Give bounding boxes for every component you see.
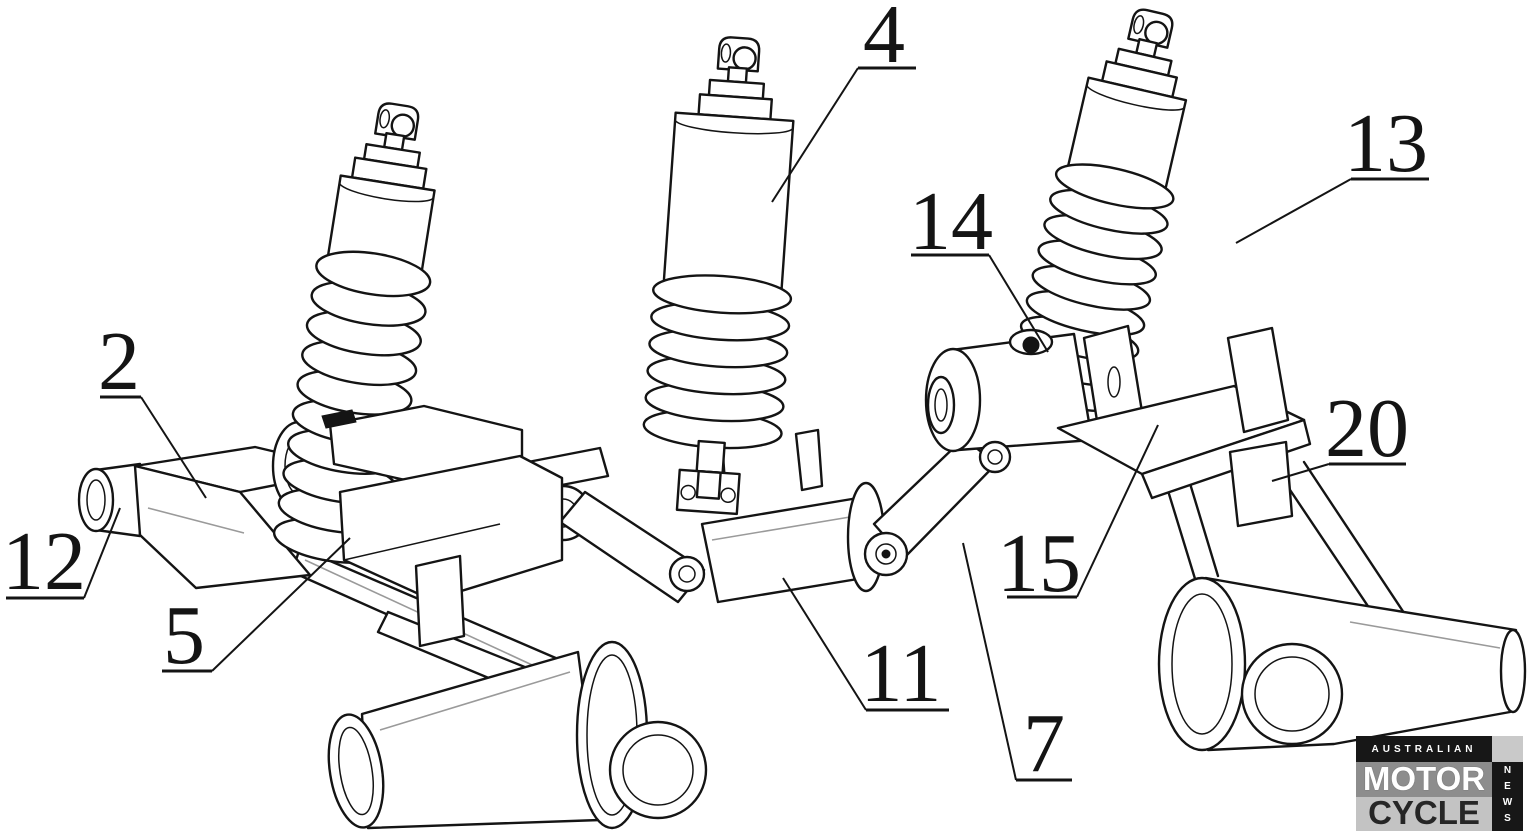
callout-label-20: 20 [1325, 382, 1409, 475]
callout-label-5: 5 [163, 589, 205, 682]
callout-15: 15 [997, 424, 1159, 610]
logo-top-banner: AUSTRALIAN [1356, 736, 1492, 762]
right-rocker-assembly [924, 324, 1312, 528]
callout-7: 7 [962, 542, 1072, 790]
logo-side-banner: NEWS [1492, 762, 1523, 831]
logo-corner-square [1492, 736, 1523, 762]
callout-label-11: 11 [861, 627, 942, 720]
callout-20: 20 [1271, 382, 1409, 482]
callout-13: 13 [1235, 97, 1429, 244]
callout-11: 11 [782, 577, 949, 720]
callout-label-15: 15 [997, 517, 1081, 610]
middle-linkage [526, 428, 998, 604]
callout-label-14: 14 [909, 175, 993, 268]
callout-label-13: 13 [1344, 97, 1428, 190]
left-axle-assembly [290, 546, 708, 830]
left-seat-bracket [321, 404, 564, 648]
logo-word-motor: MOTOR [1356, 762, 1492, 797]
callout-2: 2 [98, 315, 207, 499]
shock-absorber-middle [642, 36, 795, 516]
callout-label-4: 4 [863, 0, 905, 81]
callouts: 2 4 5 7 11 12 13 14 15 20 [2, 0, 1429, 790]
callout-label-12: 12 [2, 515, 86, 608]
callout-label-2: 2 [98, 315, 140, 408]
callout-14: 14 [909, 175, 1049, 353]
callout-4: 4 [771, 0, 916, 203]
callout-5: 5 [162, 537, 351, 682]
callout-12: 12 [2, 507, 121, 608]
magazine-logo: AUSTRALIAN MOTOR CYCLE NEWS [1356, 736, 1523, 831]
right-axle-assembly [1148, 422, 1527, 752]
callout-label-7: 7 [1023, 697, 1065, 790]
logo-word-cycle: CYCLE [1356, 796, 1492, 831]
